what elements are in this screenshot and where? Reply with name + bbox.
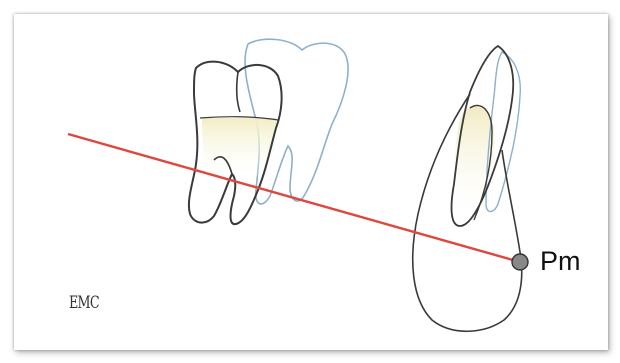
- emc-logo: EMC: [69, 293, 99, 313]
- pm-label: Pm: [540, 246, 581, 277]
- incisor-root-fill: [455, 105, 494, 218]
- molar-crown-line: [237, 72, 240, 112]
- pm-point: [512, 254, 528, 270]
